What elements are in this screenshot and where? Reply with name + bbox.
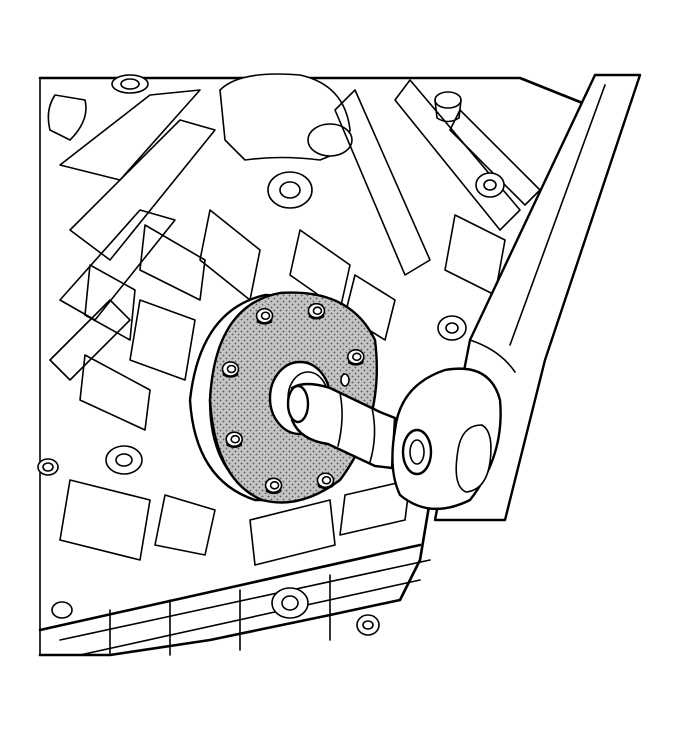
rib-2 [69, 119, 216, 261]
right-boss-2 [437, 315, 467, 341]
flange-bolt [221, 361, 240, 378]
dome-cap [307, 123, 353, 157]
upper-right-stud [434, 91, 462, 123]
engine-block [37, 73, 602, 657]
flange-bolt [225, 431, 244, 449]
pocket-lower-4 [339, 479, 411, 536]
flange-bolt [307, 302, 326, 320]
window-4 [129, 299, 196, 381]
bottom-boss-1 [271, 587, 309, 619]
window-2 [84, 264, 136, 341]
tool-handle [391, 73, 642, 522]
strut-right-2 [334, 89, 431, 276]
pan-rail-bottom [79, 579, 421, 656]
shaft-step [337, 392, 343, 447]
window-1 [139, 224, 206, 301]
bottom-boss-2 [356, 614, 380, 636]
pan-rail-mid [59, 559, 431, 641]
strut-right-1 [394, 79, 521, 231]
shaft-step-2 [369, 407, 376, 463]
pan-rail-top [38, 543, 422, 632]
rib-4 [49, 299, 131, 381]
rib-3 [59, 209, 176, 321]
bottom-left-boss [105, 445, 143, 475]
flange-bolt [346, 348, 365, 366]
shaft-end [286, 384, 310, 424]
flange-bolt [264, 477, 283, 495]
rib-center-1 [199, 209, 261, 301]
left-stud [37, 458, 59, 476]
tool-shaft [286, 382, 397, 470]
flange-bolt [316, 472, 335, 490]
window-3 [79, 354, 151, 431]
strut-right-3 [449, 109, 541, 206]
pocket-lower-3 [249, 499, 336, 566]
handle-inner-edge [509, 84, 606, 346]
pocket-lower-1 [59, 479, 151, 561]
head-slot [455, 424, 492, 493]
mid-boss [267, 171, 313, 209]
handle-joint [469, 339, 516, 373]
dowel-hole [340, 373, 350, 387]
top-boss [111, 74, 149, 94]
bottom-boss-3 [51, 601, 73, 619]
rib-1 [59, 89, 201, 181]
pocket-lower-2 [154, 494, 216, 556]
flange-bolt [255, 307, 274, 325]
right-boss-1 [475, 172, 505, 198]
head-bore-inner [409, 439, 425, 465]
rib-center-3 [344, 274, 396, 341]
pocket-upper-left [47, 94, 87, 141]
